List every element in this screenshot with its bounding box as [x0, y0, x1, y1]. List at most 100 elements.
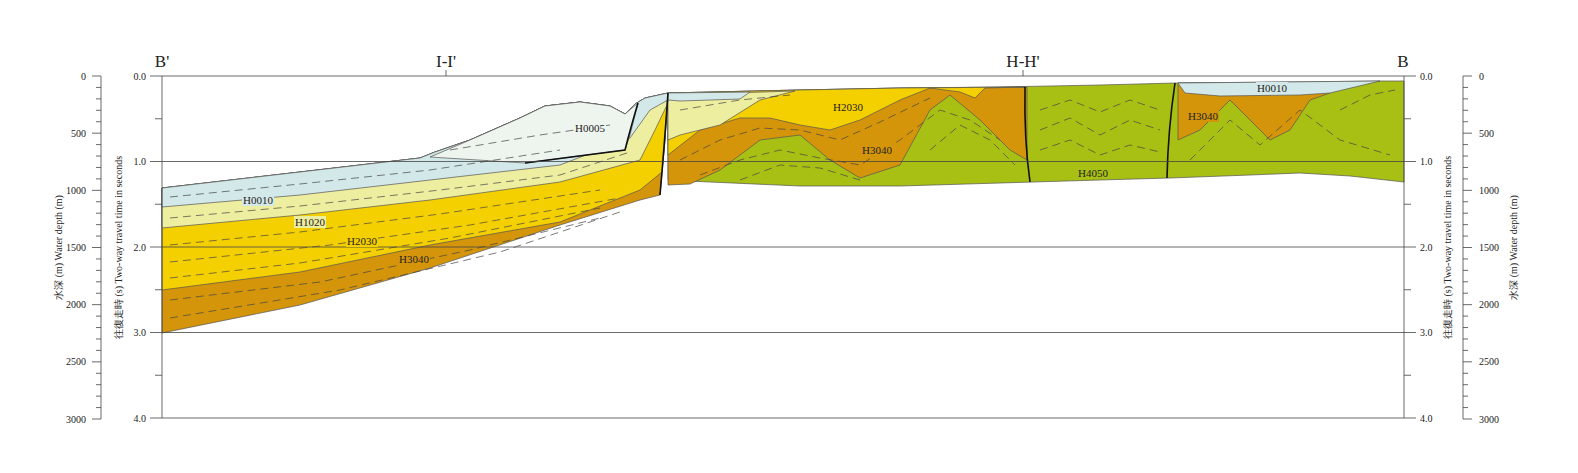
axis-tick — [96, 167, 101, 168]
horizon-label: H2030 — [346, 235, 378, 247]
right-block — [668, 81, 1404, 186]
axis-tick — [1463, 224, 1468, 225]
axis-number: 4.0 — [1420, 413, 1433, 424]
axis-tick — [1463, 213, 1468, 214]
axis-number: 0 — [81, 71, 86, 82]
layer-h4050 — [668, 81, 1404, 186]
axis-tick — [96, 258, 101, 259]
fault — [660, 93, 668, 195]
axis-tick — [1463, 304, 1472, 305]
axis-tick — [96, 87, 101, 88]
axis-tick — [1463, 373, 1468, 374]
axis-tick — [92, 76, 101, 77]
layer-h1020 — [162, 93, 668, 228]
axis-tick — [92, 304, 101, 305]
axis-tick — [1463, 156, 1468, 157]
axis-tick — [1463, 258, 1468, 259]
axis-tick — [155, 204, 162, 205]
axis-tick — [96, 121, 101, 122]
axis-number: 2500 — [1479, 356, 1499, 367]
axis-number: 3.0 — [134, 327, 147, 338]
axis-tick — [1404, 76, 1416, 77]
reflector — [170, 198, 620, 262]
fault — [1025, 87, 1030, 182]
layer-h0010 — [668, 92, 750, 101]
axis-ticks — [92, 76, 1472, 419]
axis-number: 1.0 — [134, 156, 147, 167]
reflector — [170, 150, 560, 197]
left-block — [162, 93, 668, 333]
reflector — [740, 165, 860, 180]
section-label: I-I' — [436, 53, 456, 72]
horizon-label: H3040 — [861, 144, 893, 156]
layer-h2030 — [162, 93, 668, 290]
layer-h0010-pocket — [1178, 81, 1380, 96]
axis-tick — [1463, 87, 1468, 88]
axis-tick — [1463, 270, 1468, 271]
reflector — [170, 218, 600, 300]
depth-axis — [101, 76, 1463, 419]
axis-tick — [96, 236, 101, 237]
section-ticks — [446, 70, 1023, 76]
axis-tick — [92, 247, 101, 248]
reflector — [680, 98, 930, 160]
axis-title: 往復走時 (s) Two-way travel time in seconds — [1443, 155, 1454, 338]
axis-number: 4.0 — [134, 413, 147, 424]
axis-number: 1000 — [1479, 185, 1499, 196]
horizon-label: H3040 — [398, 253, 430, 265]
axis-tick — [155, 118, 162, 119]
horizon-label: H0010 — [242, 194, 274, 206]
axis-tick — [92, 361, 101, 362]
layer-h3040 — [668, 87, 1027, 185]
axis-tick — [96, 407, 101, 408]
axis-tick — [1463, 247, 1472, 248]
axis-tick — [96, 396, 101, 397]
layer-h0010 — [162, 93, 668, 207]
axis-tick — [1463, 110, 1468, 111]
axis-number: 0.0 — [134, 71, 147, 82]
axis-number: 500 — [1479, 128, 1494, 139]
axis-tick — [1463, 327, 1468, 328]
layer-h1020 — [668, 91, 795, 140]
axis-number: 1500 — [66, 242, 86, 253]
section-label: B' — [155, 53, 169, 72]
reflector — [170, 208, 600, 278]
axis-tick — [92, 190, 101, 191]
horizon-label: H2030 — [832, 101, 864, 113]
axis-tick — [96, 98, 101, 99]
reflector — [1040, 118, 1160, 135]
reflector — [1340, 90, 1395, 110]
axis-tick — [1463, 133, 1472, 134]
axis-tick — [1463, 121, 1468, 122]
axis-tick — [96, 281, 101, 282]
axis-tick — [155, 375, 162, 376]
axis-tick — [1404, 204, 1411, 205]
axis-tick — [1463, 281, 1468, 282]
axis-number: 3.0 — [1420, 327, 1433, 338]
axis-title: 水深 (m) Water depth (m) — [1508, 195, 1519, 300]
axis-tick — [96, 144, 101, 145]
reflector — [1040, 140, 1160, 155]
axis-tick — [150, 418, 162, 419]
reflector — [930, 125, 1015, 165]
axis-tick — [96, 213, 101, 214]
axis-tick — [92, 419, 101, 420]
axis-tick — [1463, 98, 1468, 99]
axis-tick — [92, 133, 101, 134]
axis-tick — [96, 270, 101, 271]
axis-tick — [155, 289, 162, 290]
axis-tick — [1463, 361, 1472, 362]
axis-tick — [1463, 178, 1468, 179]
layer-h2030 — [668, 87, 1025, 155]
axis-tick — [96, 224, 101, 225]
axis-number: 1.0 — [1420, 156, 1433, 167]
axis-number: 3000 — [1479, 414, 1499, 425]
axis-tick — [1404, 375, 1411, 376]
section-label: H-H' — [1006, 53, 1039, 72]
plot-frame — [162, 76, 1404, 418]
axis-number: 2000 — [1479, 299, 1499, 310]
reflector — [700, 110, 1000, 175]
axis-tick — [1463, 338, 1468, 339]
axis-number: 3000 — [66, 414, 86, 425]
